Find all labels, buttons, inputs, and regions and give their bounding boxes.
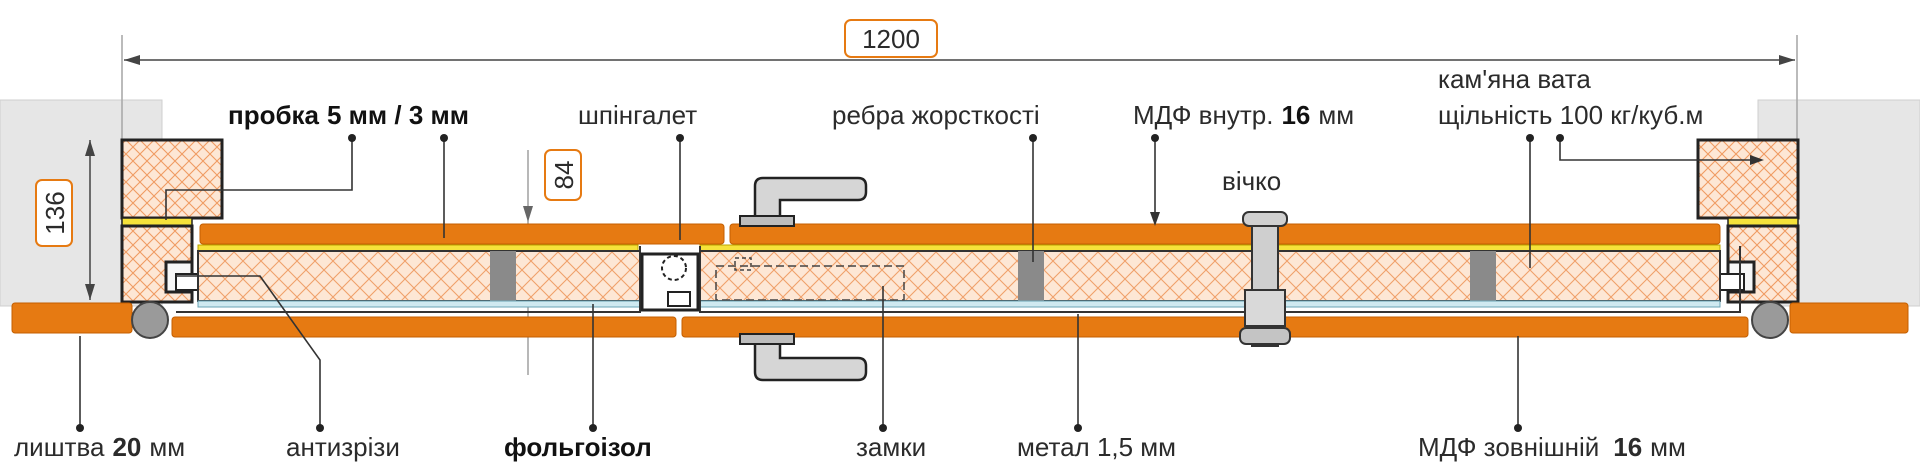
label-wool-line1: кам'яна вата [1438, 64, 1591, 94]
latch-mechanism [640, 252, 700, 312]
width-dimension-value: 1200 [862, 24, 920, 54]
foil-layer-left [197, 300, 641, 308]
mdf-inner-panel-right [729, 223, 1721, 245]
roller-right [1751, 301, 1789, 339]
trim-right [1789, 302, 1909, 334]
insulation-core-right [699, 250, 1721, 302]
leaf-thickness-value: 84 [549, 161, 579, 190]
handle-top [739, 176, 868, 227]
label-anti-cut: антизрізи [286, 432, 400, 462]
insulation-core-left [197, 250, 641, 302]
stiffening-rib [490, 251, 516, 301]
frame-left [120, 138, 224, 304]
label-metal: метал 1,5 мм [1017, 432, 1176, 462]
label-foil: фольгоізол [504, 432, 652, 462]
leader-lines [76, 134, 1764, 432]
label-peephole: вічко [1222, 166, 1281, 196]
label-wool-line2: щільність 100 кг/куб.м [1438, 100, 1703, 130]
leaf-thickness-box [544, 149, 582, 201]
mdf-inner-panel-left [199, 223, 725, 245]
label-ribs: ребра жорсткості [832, 100, 1040, 130]
label-latch: шпінгалет [578, 100, 697, 130]
stiffening-rib [1018, 251, 1044, 301]
handle-bottom [739, 333, 868, 382]
foil-layer-right [699, 300, 1721, 308]
frame-height-box [35, 179, 73, 247]
mdf-outer-panel-left [171, 316, 677, 338]
peephole [1239, 211, 1291, 347]
roller-left [131, 301, 169, 339]
frame-height-value: 136 [40, 191, 70, 234]
trim-left [11, 302, 133, 334]
mdf-outer-panel-right [681, 316, 1749, 338]
width-dimension-box [844, 19, 938, 58]
stiffening-rib [1470, 251, 1496, 301]
locks-outline [715, 265, 905, 301]
metal-sheet [176, 246, 1741, 313]
label-locks: замки [856, 432, 926, 462]
